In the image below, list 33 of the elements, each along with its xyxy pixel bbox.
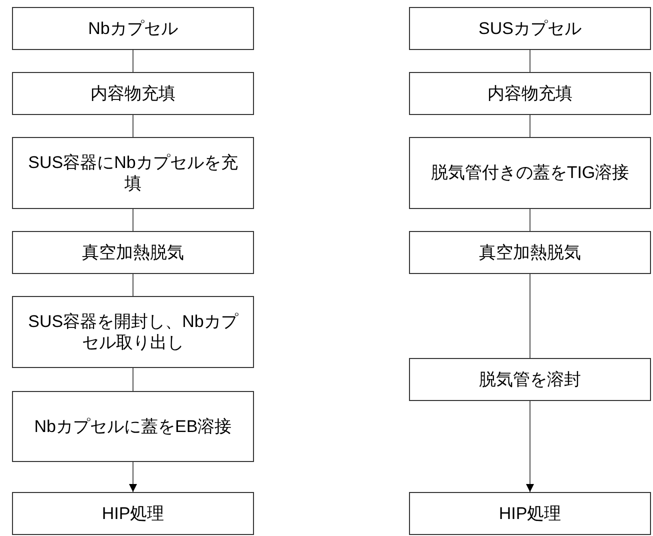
process-box bbox=[409, 7, 651, 50]
step-text: 内容物充填 bbox=[488, 82, 572, 104]
step-text: SUS容器にNbカプセルを充填 bbox=[27, 152, 239, 194]
process-box bbox=[12, 492, 254, 535]
step-text: Nbカプセルに蓋をEB溶接 bbox=[34, 416, 232, 438]
process-box bbox=[409, 231, 651, 274]
process-box bbox=[12, 231, 254, 274]
connector-line bbox=[132, 114, 134, 138]
process-box bbox=[409, 492, 651, 535]
process-box bbox=[409, 72, 651, 115]
connector-line bbox=[132, 274, 134, 296]
step-text: 脱気管付きの蓋をTIG溶接 bbox=[430, 162, 630, 184]
step-text: 真空加熱脱気 bbox=[82, 242, 184, 264]
arrow bbox=[129, 462, 137, 492]
process-box bbox=[12, 137, 254, 209]
process-box bbox=[12, 391, 254, 462]
step-text: 脱気管を溶封 bbox=[479, 368, 581, 390]
step-text: SUS容器を開封し、Nbカプセル取り出し bbox=[27, 310, 240, 354]
process-box bbox=[409, 358, 651, 401]
step-text: 真空加熱脱気 bbox=[479, 242, 581, 264]
step-text: Nbカプセル bbox=[88, 18, 178, 40]
step-text: HIP処理 bbox=[102, 502, 164, 524]
connector-line bbox=[132, 208, 134, 232]
process-box bbox=[12, 7, 254, 50]
process-box bbox=[12, 296, 254, 368]
step-text: 内容物充填 bbox=[90, 82, 176, 104]
step-text: SUSカプセル bbox=[478, 18, 582, 40]
arrow bbox=[526, 400, 534, 492]
process-box bbox=[12, 72, 254, 115]
connector-line bbox=[132, 368, 134, 392]
connector-line bbox=[132, 50, 134, 72]
process-box bbox=[409, 137, 651, 209]
step-text: HIP処理 bbox=[498, 502, 562, 524]
